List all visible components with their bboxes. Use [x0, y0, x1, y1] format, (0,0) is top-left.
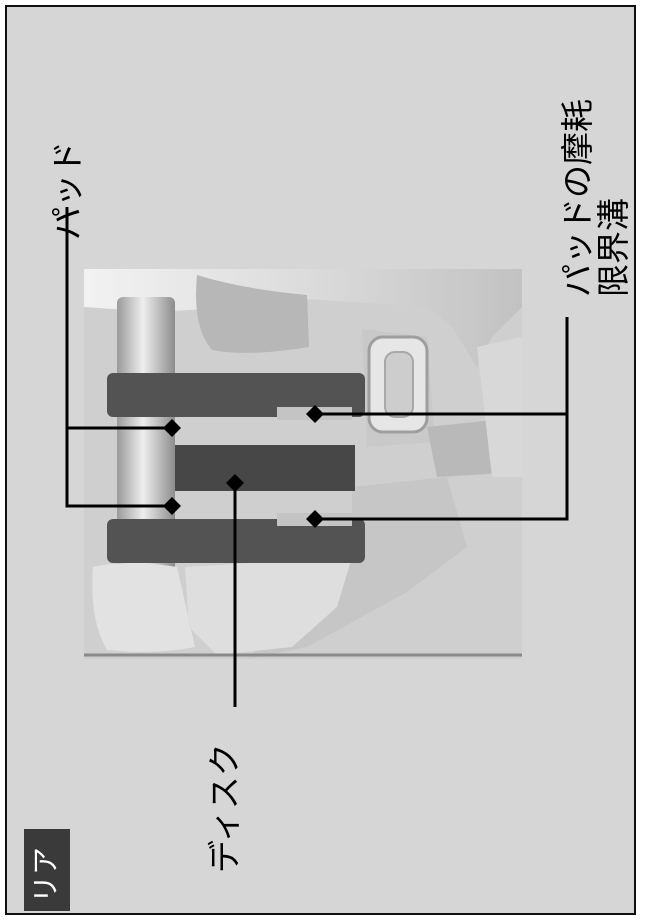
wear-groove-marker-upper — [306, 405, 324, 423]
pad-marker-lower — [163, 497, 181, 515]
disc-label: ディスク — [205, 743, 244, 873]
wear-groove-label-line1: パッドの摩耗 — [558, 99, 597, 297]
wear-groove-label-line2: 限界溝 — [594, 198, 633, 297]
pad-wear-limit-groove-label: パッドの摩耗 限界溝 — [558, 99, 633, 297]
disc-marker — [226, 474, 244, 492]
section-tag-rear: リア — [24, 829, 70, 911]
pad-marker-upper — [163, 419, 181, 437]
figure-frame: パッド パッドの摩耗 限界溝 ディスク リア — [5, 5, 636, 915]
wear-groove-leader-lines — [315, 317, 569, 521]
pad-label: パッド — [48, 141, 87, 240]
caliper-photo — [84, 269, 522, 659]
section-tag-label: リア — [29, 846, 62, 903]
pad-upper — [107, 373, 365, 417]
brake-disc — [175, 445, 355, 491]
wear-groove-marker-lower — [306, 510, 324, 528]
pad-leader-lines — [65, 207, 172, 508]
rear-brake-caliper-illustration — [65, 207, 569, 707]
